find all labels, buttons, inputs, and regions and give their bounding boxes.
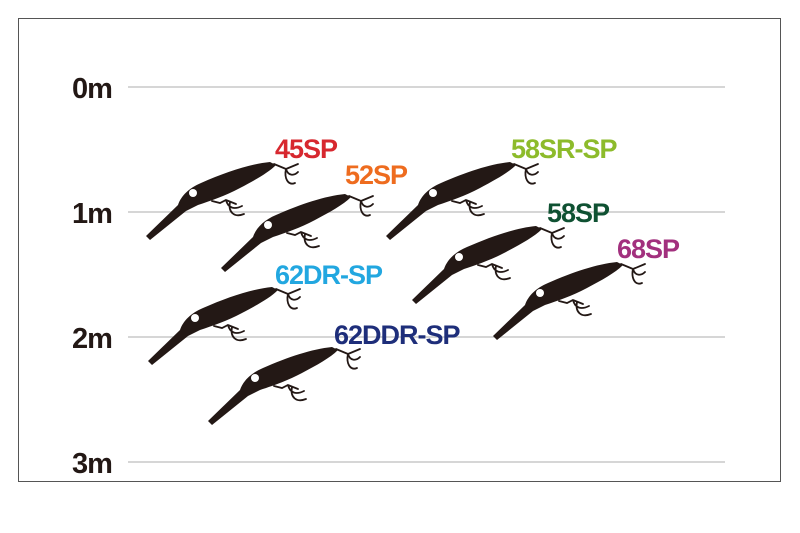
lure-62dr-sp-silhouette <box>147 286 301 366</box>
lure-label-58sr-sp: 58SR-SP <box>511 134 618 164</box>
gridlines <box>128 86 725 463</box>
lure-68sp-silhouette <box>492 261 646 341</box>
lure-label-62dr-sp: 62DR-SP <box>275 260 383 290</box>
lure-label-52sp: 52SP <box>345 160 408 190</box>
lure-62ddr-sp-silhouette <box>207 346 361 426</box>
lure-label-62ddr-sp: 62DDR-SP <box>334 320 461 350</box>
depth-label-3m: 3m <box>72 448 112 480</box>
depth-label-1m: 1m <box>72 198 112 230</box>
lure-label-45sp: 45SP <box>275 134 338 164</box>
lure-58sr-sp-silhouette <box>385 161 539 241</box>
diagram-frame <box>18 18 781 482</box>
lure-label-68sp: 68SP <box>617 234 680 264</box>
depth-label-2m: 2m <box>72 323 112 355</box>
depth-label-0m: 0m <box>72 73 112 105</box>
lure-label-58sp: 58SP <box>547 198 610 228</box>
